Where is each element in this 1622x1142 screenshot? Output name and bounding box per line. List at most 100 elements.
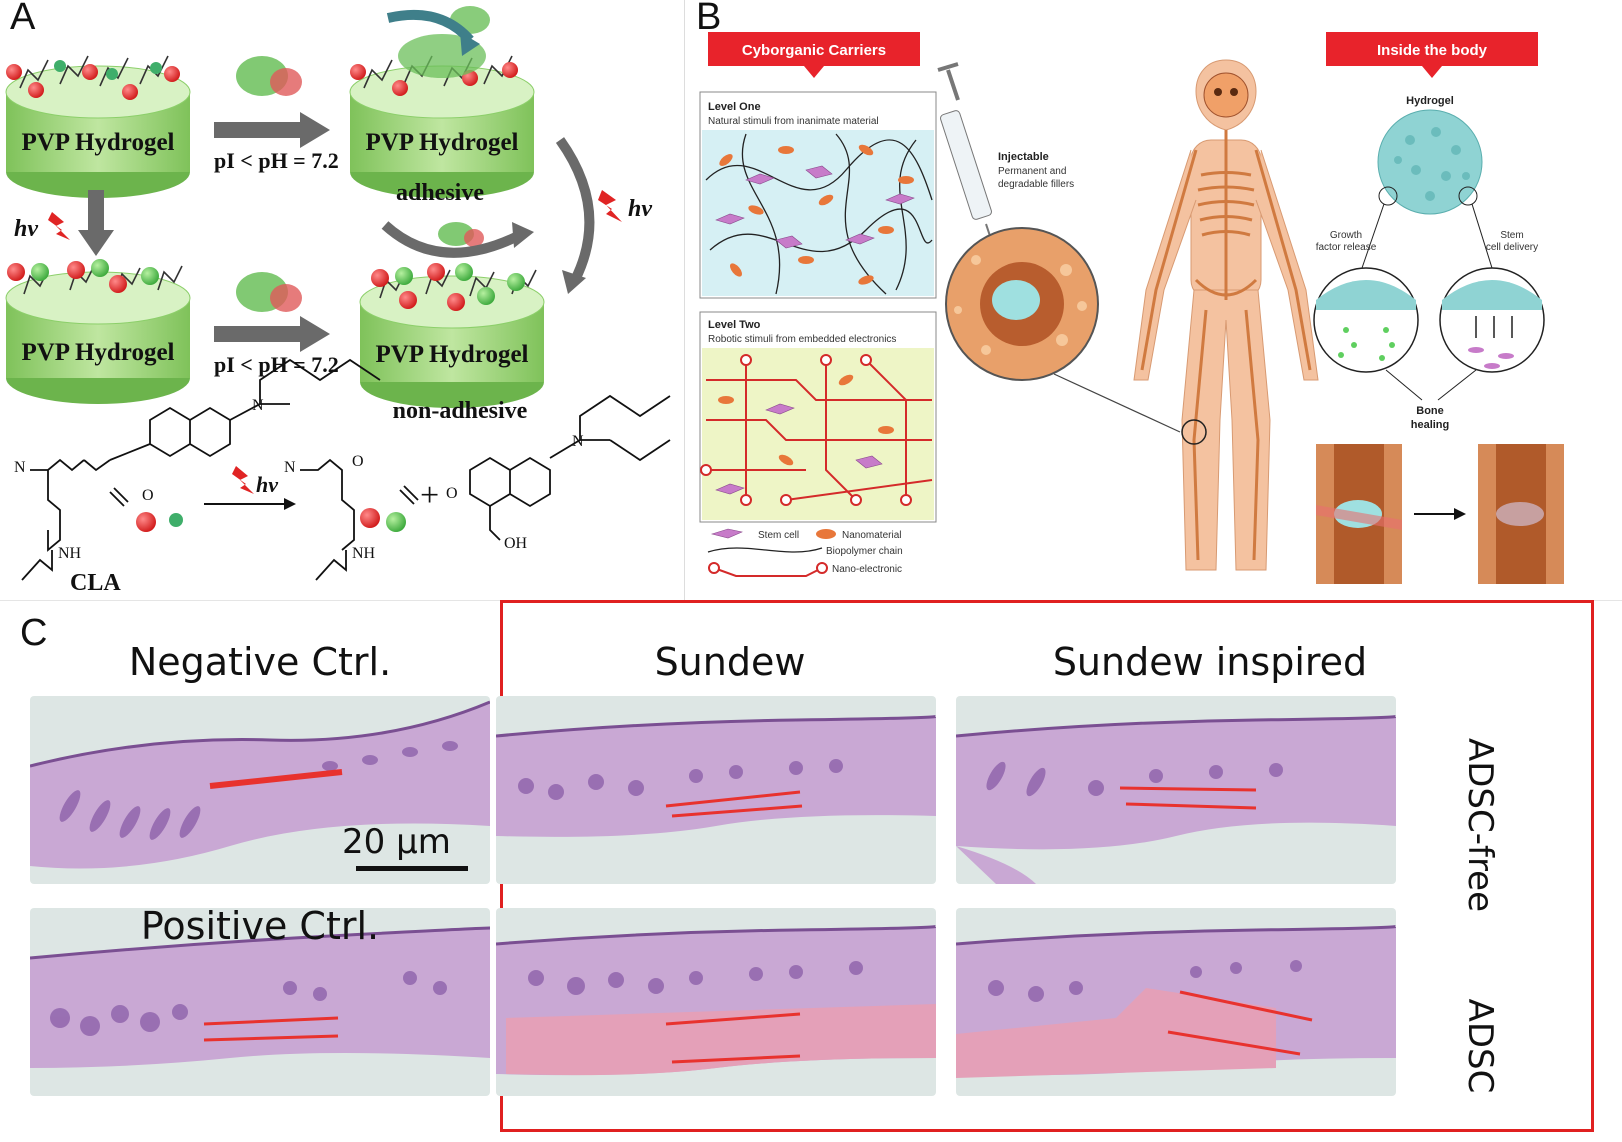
marker-line (209, 769, 343, 789)
tissue-image-inspired-adsc (956, 908, 1396, 1096)
bone-label: healing (1411, 419, 1450, 431)
panel-c: C Negative Ctrl. Sundew Sundew inspired … (0, 600, 1622, 1142)
gel-label: PVP Hydrogel (21, 129, 174, 156)
amide-label: NH (352, 545, 376, 562)
marker-line (1125, 802, 1257, 810)
arrow-curve-top (386, 9, 474, 44)
growth-label: Growth (1330, 230, 1362, 241)
tissue-image-negative (30, 696, 490, 884)
gel-top-left: PVP Hydrogel (5, 65, 191, 198)
level-one-title: Level One (708, 101, 761, 113)
arrow-top: pI < pH = 7.2 (214, 112, 339, 173)
marker-line (665, 1012, 801, 1026)
legend: Stem cell Nanomaterial Biopolymer chain … (707, 528, 903, 577)
charge-ball (360, 508, 380, 528)
stem-cell-circle (1439, 267, 1545, 373)
hv-label: hv (14, 216, 38, 242)
hv-right: hv (598, 190, 652, 222)
arrow-curve-middle (381, 221, 523, 258)
header-cyborganic: Cyborganic Carriers (708, 32, 920, 78)
human-skeleton (1133, 59, 1319, 571)
gel-bottom-left: PVP Hydrogel (5, 271, 191, 404)
marker-line (665, 790, 801, 808)
bone-label: Bone (1416, 405, 1444, 417)
charge-ball (386, 512, 406, 532)
level-two-desc: Robotic stimuli from embedded electronic… (708, 334, 896, 345)
arrow-condition: pI < pH = 7.2 (214, 148, 339, 173)
flow-line (1437, 369, 1477, 401)
nanomaterial-icon (816, 529, 836, 539)
gel-label: PVP Hydrogel (375, 341, 528, 368)
amine-label: N (284, 459, 296, 476)
panel-a: A PVP Hydrogel PVP Hydrogel (0, 0, 680, 600)
biopolymer-icon (707, 547, 823, 553)
charge-balls-bottom (7, 259, 525, 311)
panel-divider (684, 0, 685, 600)
stem-cell-icon (710, 528, 743, 539)
arrow-condition: pI < pH = 7.2 (214, 352, 339, 377)
panel-b: B Cyborganic Carriers Inside the body Le… (686, 0, 1622, 600)
hydrogel-label: Hydrogel (1406, 95, 1454, 107)
marker-line (671, 1054, 801, 1064)
scale-bar-label: 20 μm (342, 822, 451, 862)
injectable-desc: Permanent and (998, 166, 1066, 177)
scale-bar (356, 866, 468, 871)
header-inside-label: Inside the body (1377, 42, 1488, 59)
adhesive-label: adhesive (396, 180, 484, 206)
hv-label: hv (256, 472, 278, 497)
lightning-icon (598, 190, 622, 222)
gel-label: PVP Hydrogel (365, 129, 518, 156)
level-one-box: Level One Natural stimuli from inanimate… (699, 91, 937, 299)
marker-line (1119, 786, 1257, 792)
hv-left: hv (14, 212, 70, 242)
marker-line (203, 1016, 339, 1026)
arrow-curve-right (555, 137, 595, 283)
injectable-title: Injectable (998, 151, 1049, 163)
amine-label: N (14, 459, 26, 476)
legend-biopolymer: Biopolymer chain (826, 546, 903, 557)
header-inside: Inside the body (1326, 32, 1538, 78)
lightning-icon (232, 466, 254, 494)
stem-label: Stem (1500, 230, 1523, 241)
column-title-inspired: Sundew inspired (1052, 640, 1368, 684)
panel-c-letter: C (20, 612, 48, 654)
injectable-desc: degradable fillers (998, 179, 1074, 190)
chemical-structure-cla (21, 358, 671, 581)
cla-label: CLA (70, 570, 121, 596)
arrow-down (78, 190, 114, 256)
panel-a-scheme: PVP Hydrogel PVP Hydrogel PVP Hydrogel P… (5, 6, 671, 596)
carbonyl-label: O (142, 487, 154, 504)
tissue-image-positive (30, 908, 490, 1096)
legend-stem-cell: Stem cell (758, 530, 799, 541)
zoom-line (1053, 373, 1181, 433)
column-title-negative: Negative Ctrl. (128, 640, 392, 684)
gel-top-right: PVP Hydrogel (349, 65, 535, 198)
hv-label: hv (628, 196, 652, 222)
marker-line (203, 1034, 339, 1042)
lightning-icon (48, 212, 70, 240)
marker-line (1167, 1030, 1301, 1056)
panel-a-letter: A (10, 0, 36, 38)
marker-line (671, 804, 803, 818)
panel-b-illustration: Cyborganic Carriers Inside the body Leve… (699, 32, 1564, 584)
level-two-title: Level Two (708, 319, 761, 331)
tissue-image-sundew-adsc (496, 908, 936, 1096)
amine-label: N (572, 433, 584, 450)
growth-label: factor release (1316, 242, 1377, 253)
level-two-box: Level Two Robotic stimuli from embedded … (699, 311, 937, 523)
gel-label: PVP Hydrogel (21, 339, 174, 366)
bone-magnified (945, 227, 1099, 381)
growth-factor-circle (1313, 267, 1419, 373)
level-one-desc: Natural stimuli from inanimate material (708, 116, 879, 127)
row-title-positive: Positive Ctrl. (140, 904, 380, 948)
amide-label: NH (58, 545, 82, 562)
marker-line (1179, 990, 1313, 1022)
charge-ball (136, 512, 156, 532)
amine-label: N (252, 397, 264, 414)
legend-nanomaterial: Nanomaterial (842, 530, 901, 541)
nanoelectronic-icon (713, 567, 823, 577)
arrow-bottom: pI < pH = 7.2 (214, 316, 339, 377)
charge-ball (169, 513, 183, 527)
column-title-sundew: Sundew (654, 640, 806, 684)
thickness-markers (203, 769, 1313, 1064)
